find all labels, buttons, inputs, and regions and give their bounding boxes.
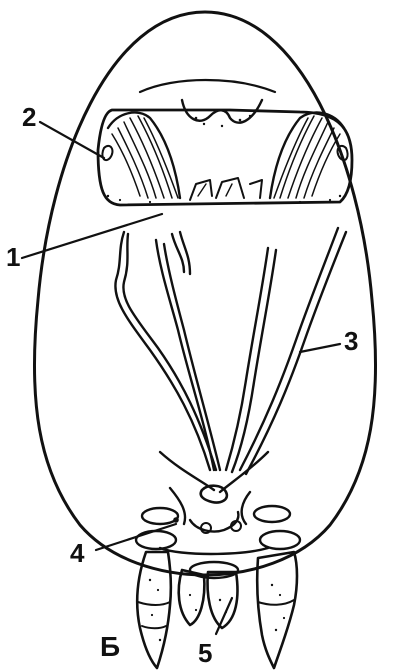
leg-right: [257, 552, 297, 668]
label-4: 4: [70, 538, 85, 568]
leg-center-left: [179, 570, 205, 625]
label-5: 5: [198, 638, 212, 668]
tubules: [115, 228, 346, 474]
muscle-left-striated: [102, 113, 180, 198]
panel-letter: Б: [100, 631, 120, 662]
muscle-right-striated: [270, 113, 348, 198]
label-3: 3: [344, 326, 358, 356]
muscle-block: [98, 80, 352, 205]
central-tendons: [190, 178, 262, 200]
posterior-organ: [136, 452, 300, 578]
label-2: 2: [22, 102, 36, 132]
label-1: 1: [6, 242, 20, 272]
body-outline: [34, 12, 375, 575]
